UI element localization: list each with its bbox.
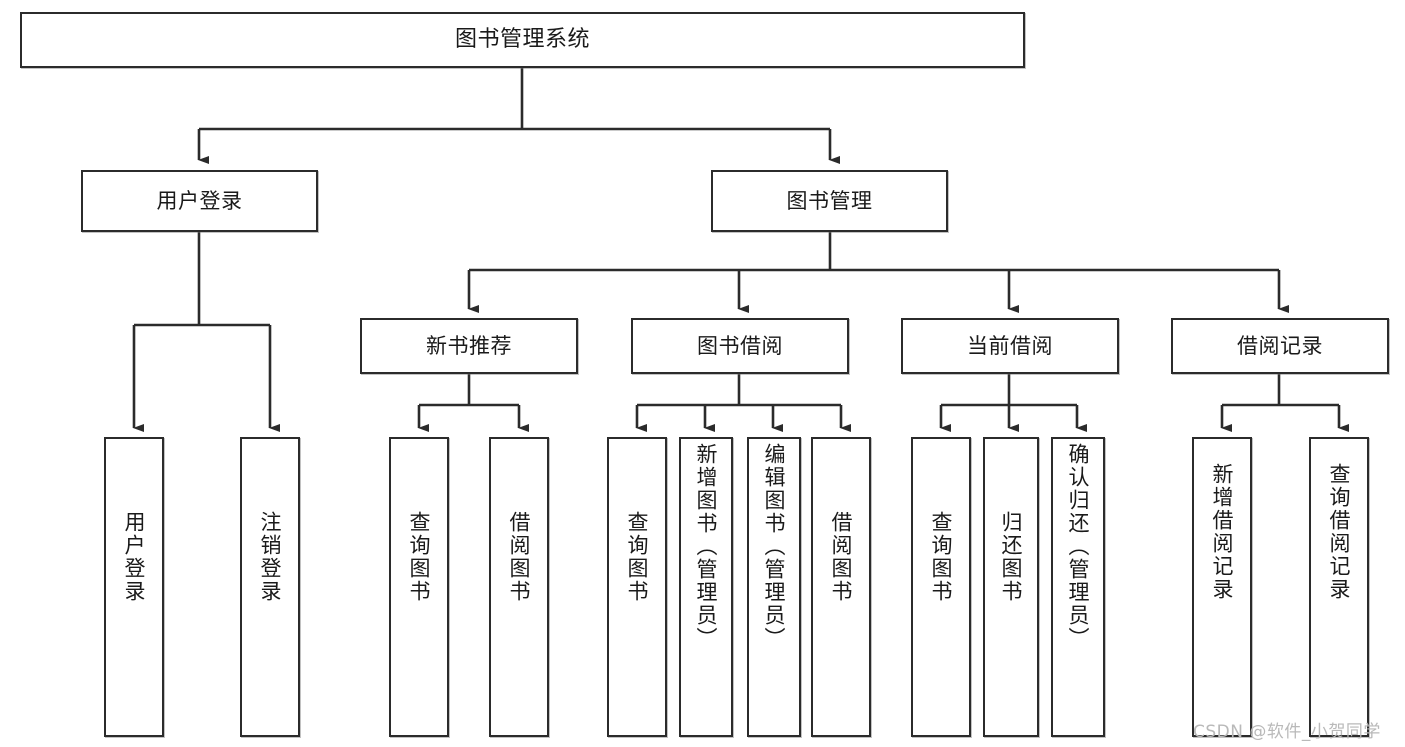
node-label: 用户登录 <box>122 511 147 603</box>
node-user-login[interactable]: 用户登录 <box>81 170 318 232</box>
node-label: 归还图书 <box>999 511 1024 603</box>
node-label: 图书管理 <box>786 188 873 213</box>
node-leaf-confirm-return[interactable]: 确认归还（管理员） <box>1051 437 1105 737</box>
node-label: 查询图书 <box>625 511 650 603</box>
node-leaf-query-book-2[interactable]: 查询图书 <box>607 437 667 737</box>
node-label: 当前借阅 <box>967 333 1053 358</box>
node-leaf-edit-book[interactable]: 编辑图书（管理员） <box>747 437 801 737</box>
node-label: 借阅图书 <box>507 511 532 603</box>
node-leaf-query-book-1[interactable]: 查询图书 <box>389 437 449 737</box>
node-label: 查询借阅记录 <box>1327 463 1352 601</box>
node-book-borrow[interactable]: 图书借阅 <box>631 318 849 374</box>
node-label: 借阅记录 <box>1237 333 1323 358</box>
node-label: 新增借阅记录 <box>1210 463 1235 601</box>
csdn-watermark: CSDN @软件_小贺同学 <box>1193 722 1381 742</box>
node-leaf-borrow-book-1[interactable]: 借阅图书 <box>489 437 549 737</box>
node-leaf-add-book[interactable]: 新增图书（管理员） <box>679 437 733 737</box>
node-current-borrow[interactable]: 当前借阅 <box>901 318 1119 374</box>
node-label: 图书管理系统 <box>454 27 590 53</box>
node-root-system[interactable]: 图书管理系统 <box>20 12 1025 68</box>
node-label: 查询图书 <box>929 511 954 603</box>
node-leaf-query-book-3[interactable]: 查询图书 <box>911 437 971 737</box>
node-label: 用户登录 <box>156 188 243 213</box>
node-leaf-user-login[interactable]: 用户登录 <box>104 437 164 737</box>
node-label: 新增图书（管理员） <box>694 443 719 650</box>
node-label: 新书推荐 <box>426 333 512 358</box>
node-label: 确认归还（管理员） <box>1066 443 1091 650</box>
node-new-book-recommend[interactable]: 新书推荐 <box>360 318 578 374</box>
node-leaf-borrow-book-2[interactable]: 借阅图书 <box>811 437 871 737</box>
node-label: 查询图书 <box>407 511 432 603</box>
node-leaf-query-record[interactable]: 查询借阅记录 <box>1309 437 1369 737</box>
node-leaf-user-logout[interactable]: 注销登录 <box>240 437 300 737</box>
node-book-management[interactable]: 图书管理 <box>711 170 948 232</box>
node-leaf-add-record[interactable]: 新增借阅记录 <box>1192 437 1252 737</box>
node-borrow-record[interactable]: 借阅记录 <box>1171 318 1389 374</box>
node-label: 图书借阅 <box>697 333 783 358</box>
node-label: 编辑图书（管理员） <box>762 443 787 650</box>
node-leaf-return-book[interactable]: 归还图书 <box>983 437 1039 737</box>
node-label: 借阅图书 <box>829 511 854 603</box>
node-label: 注销登录 <box>258 511 283 603</box>
